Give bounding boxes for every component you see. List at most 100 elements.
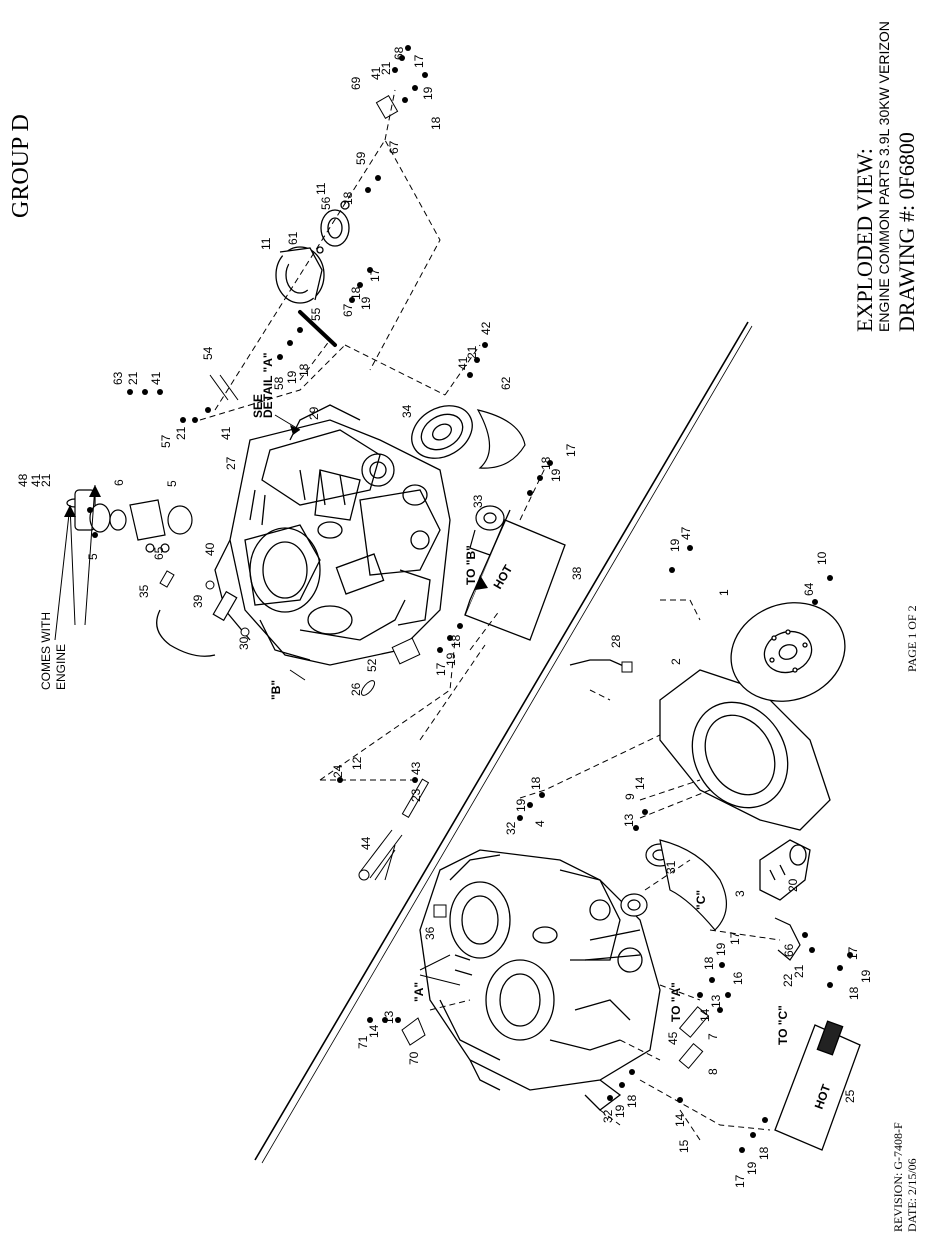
callout-39: 39 <box>191 594 205 608</box>
callout-54: 54 <box>201 346 215 360</box>
gasket-52 <box>391 637 421 665</box>
callout-29: 29 <box>307 406 321 420</box>
callout-42: 42 <box>479 321 493 335</box>
callout-10: 10 <box>815 551 829 565</box>
ref-to-c: TO "C" <box>776 1005 790 1045</box>
callout-27: 27 <box>224 456 238 470</box>
ref-to-a: TO "A" <box>669 982 683 1022</box>
arrow-head-2 <box>89 485 101 497</box>
bracket-54 <box>209 374 239 401</box>
callout-23: 23 <box>409 788 423 802</box>
callout-63: 63 <box>111 371 125 385</box>
callout-14: 14 <box>633 776 647 790</box>
callout-41: 41 <box>369 66 383 80</box>
callout-2: 2 <box>669 658 683 665</box>
arrow-head-3 <box>290 425 300 435</box>
alternator-assembly <box>275 200 350 304</box>
callout-31: 31 <box>664 860 678 874</box>
callout-28: 28 <box>609 634 623 648</box>
callout-14: 14 <box>698 1008 712 1022</box>
callout-22: 22 <box>781 973 795 987</box>
callout-36: 36 <box>423 926 437 940</box>
note-see: SEE <box>251 394 265 418</box>
callout-32: 32 <box>601 1109 615 1123</box>
callout-13: 13 <box>709 994 723 1008</box>
callout-21: 21 <box>792 964 806 978</box>
note-comes-with-2: ENGINE <box>54 644 68 690</box>
view-separator-line <box>254 321 749 1161</box>
callout-11: 11 <box>259 237 273 250</box>
callout-18: 18 <box>341 191 355 205</box>
hardware-markers <box>87 45 853 1153</box>
callout-43: 43 <box>409 761 423 775</box>
callout-18: 18 <box>702 956 716 970</box>
callout-19: 19 <box>359 296 373 310</box>
callout-18: 18 <box>847 986 861 1000</box>
bracket-69 <box>375 95 399 119</box>
callout-24: 24 <box>331 764 345 778</box>
callout-41: 41 <box>29 473 43 487</box>
callout-18: 18 <box>539 456 553 470</box>
callout-57: 57 <box>159 434 173 448</box>
callout-1: 1 <box>717 589 731 596</box>
callout-59: 59 <box>354 151 368 165</box>
callout-5: 5 <box>165 480 179 487</box>
plug-30 <box>240 627 250 637</box>
solid-leader-lines <box>54 414 461 986</box>
callout-69: 69 <box>349 76 363 90</box>
arrow-head-4 <box>475 575 488 590</box>
callout-19: 19 <box>549 468 563 482</box>
callout-18: 18 <box>349 286 363 300</box>
group-title: GROUP D <box>8 114 34 218</box>
dashed-leader-lines <box>199 89 781 1141</box>
callout-18: 18 <box>297 363 311 377</box>
arrow-head-1 <box>64 505 76 517</box>
callout-9: 9 <box>623 793 637 800</box>
callout-70: 70 <box>407 1051 421 1065</box>
callout-67: 67 <box>341 303 355 317</box>
callout-21: 21 <box>465 345 479 359</box>
callout-32: 32 <box>504 821 518 835</box>
callout-6: 6 <box>112 479 126 486</box>
thermostat-housing-stack <box>66 489 193 553</box>
callout-16: 16 <box>731 971 745 985</box>
callout-8: 8 <box>706 1068 720 1075</box>
callout-19: 19 <box>859 969 873 983</box>
bracket-66 <box>774 917 801 961</box>
callout-17: 17 <box>434 662 448 676</box>
callout-21: 21 <box>39 473 53 487</box>
note-comes-with-1: COMES WITH <box>39 612 53 690</box>
flywheel-housing-2 <box>659 669 831 831</box>
callout-64: 64 <box>802 582 816 596</box>
callout-14: 14 <box>673 1113 687 1127</box>
bracket-8 <box>678 1043 704 1069</box>
callout-17: 17 <box>733 1174 747 1188</box>
callout-19: 19 <box>668 538 682 552</box>
callout-56: 56 <box>319 196 333 210</box>
ref-label-a: "A" <box>412 982 426 1002</box>
callout-38: 38 <box>570 566 584 580</box>
note-detail-a: DETAIL "A" <box>261 352 275 418</box>
callout-18: 18 <box>429 116 443 130</box>
callout-19: 19 <box>421 86 435 100</box>
title-view: EXPLODED VIEW: <box>852 148 877 332</box>
glow-plug-44 <box>359 829 403 879</box>
pin-26 <box>360 680 376 696</box>
callout-41: 41 <box>456 356 470 370</box>
callout-41: 41 <box>149 371 163 385</box>
callout-40: 40 <box>203 542 217 556</box>
callout-18: 18 <box>449 634 463 648</box>
callout-3: 3 <box>733 890 747 897</box>
callout-17: 17 <box>412 54 426 68</box>
drive-belt-62 <box>476 409 526 469</box>
callout-17: 17 <box>368 268 382 282</box>
callout-5: 5 <box>86 553 100 560</box>
sensor-wire-28 <box>569 659 629 669</box>
page-number: PAGE 1 OF 2 <box>905 605 919 672</box>
callout-19: 19 <box>714 942 728 956</box>
callout-35: 35 <box>137 584 151 598</box>
callout-21: 21 <box>126 371 140 385</box>
sensor-wire <box>156 609 216 657</box>
